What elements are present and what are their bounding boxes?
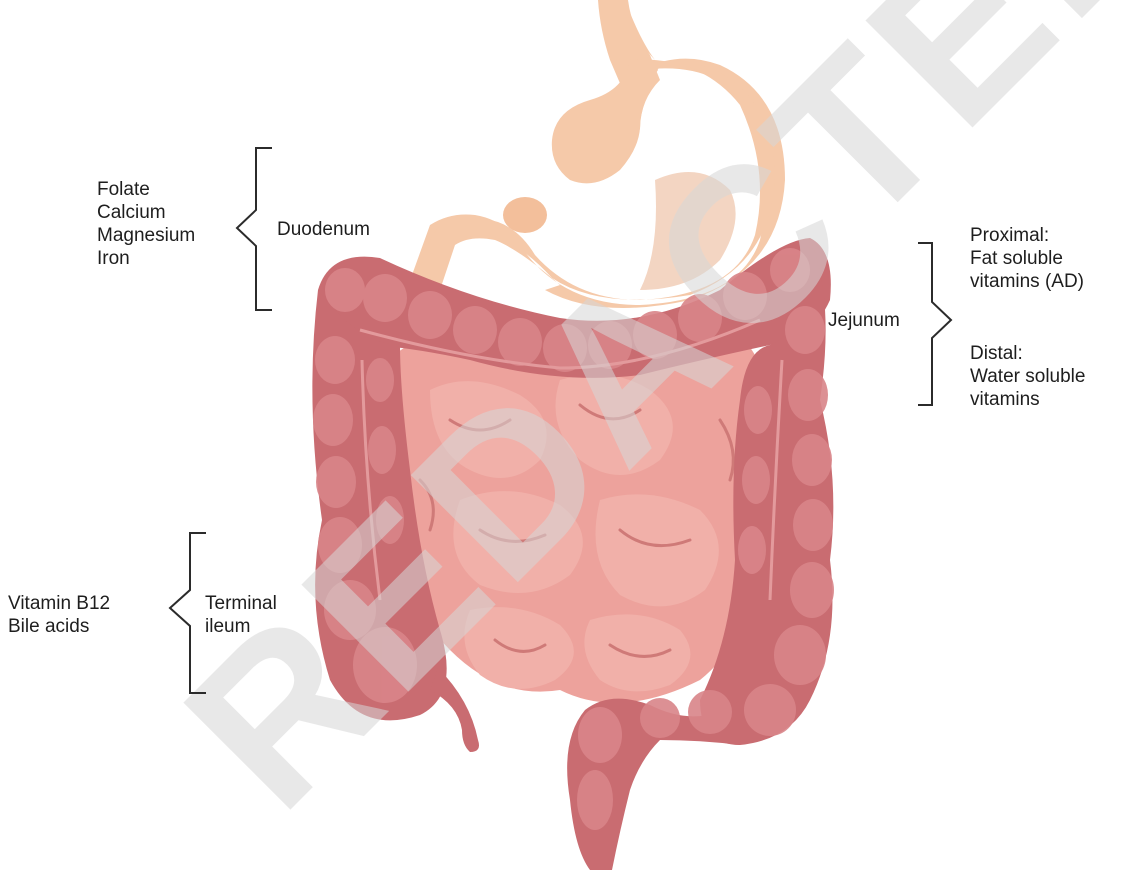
ileum-nutrients: Vitamin B12 Bile acids	[8, 592, 110, 638]
duodenum-region-label: Duodenum	[277, 218, 370, 241]
region-name: Duodenum	[277, 218, 370, 241]
proximal-line: vitamins (AD)	[970, 270, 1084, 293]
duodenum-nutrients: Folate Calcium Magnesium Iron	[97, 178, 195, 270]
region-name: Terminal	[205, 592, 277, 615]
nutrient-label: Folate	[97, 178, 195, 201]
jejunum-bracket	[918, 243, 951, 405]
region-name: Jejunum	[828, 309, 900, 332]
distal-line: Distal:	[970, 342, 1085, 365]
jejunum-proximal-text: Proximal: Fat soluble vitamins (AD)	[970, 224, 1084, 293]
region-name: ileum	[205, 615, 277, 638]
jejunum-region-label: Jejunum	[828, 309, 900, 332]
nutrient-label: Bile acids	[8, 615, 110, 638]
proximal-line: Fat soluble	[970, 247, 1084, 270]
nutrient-label: Calcium	[97, 201, 195, 224]
duodenum-bracket	[237, 148, 272, 310]
nutrient-label: Magnesium	[97, 224, 195, 247]
distal-line: vitamins	[970, 388, 1085, 411]
jejunum-distal-text: Distal: Water soluble vitamins	[970, 342, 1085, 411]
nutrient-label: Vitamin B12	[8, 592, 110, 615]
ileum-region-label: Terminal ileum	[205, 592, 277, 638]
proximal-line: Proximal:	[970, 224, 1084, 247]
distal-line: Water soluble	[970, 365, 1085, 388]
nutrient-label: Iron	[97, 247, 195, 270]
